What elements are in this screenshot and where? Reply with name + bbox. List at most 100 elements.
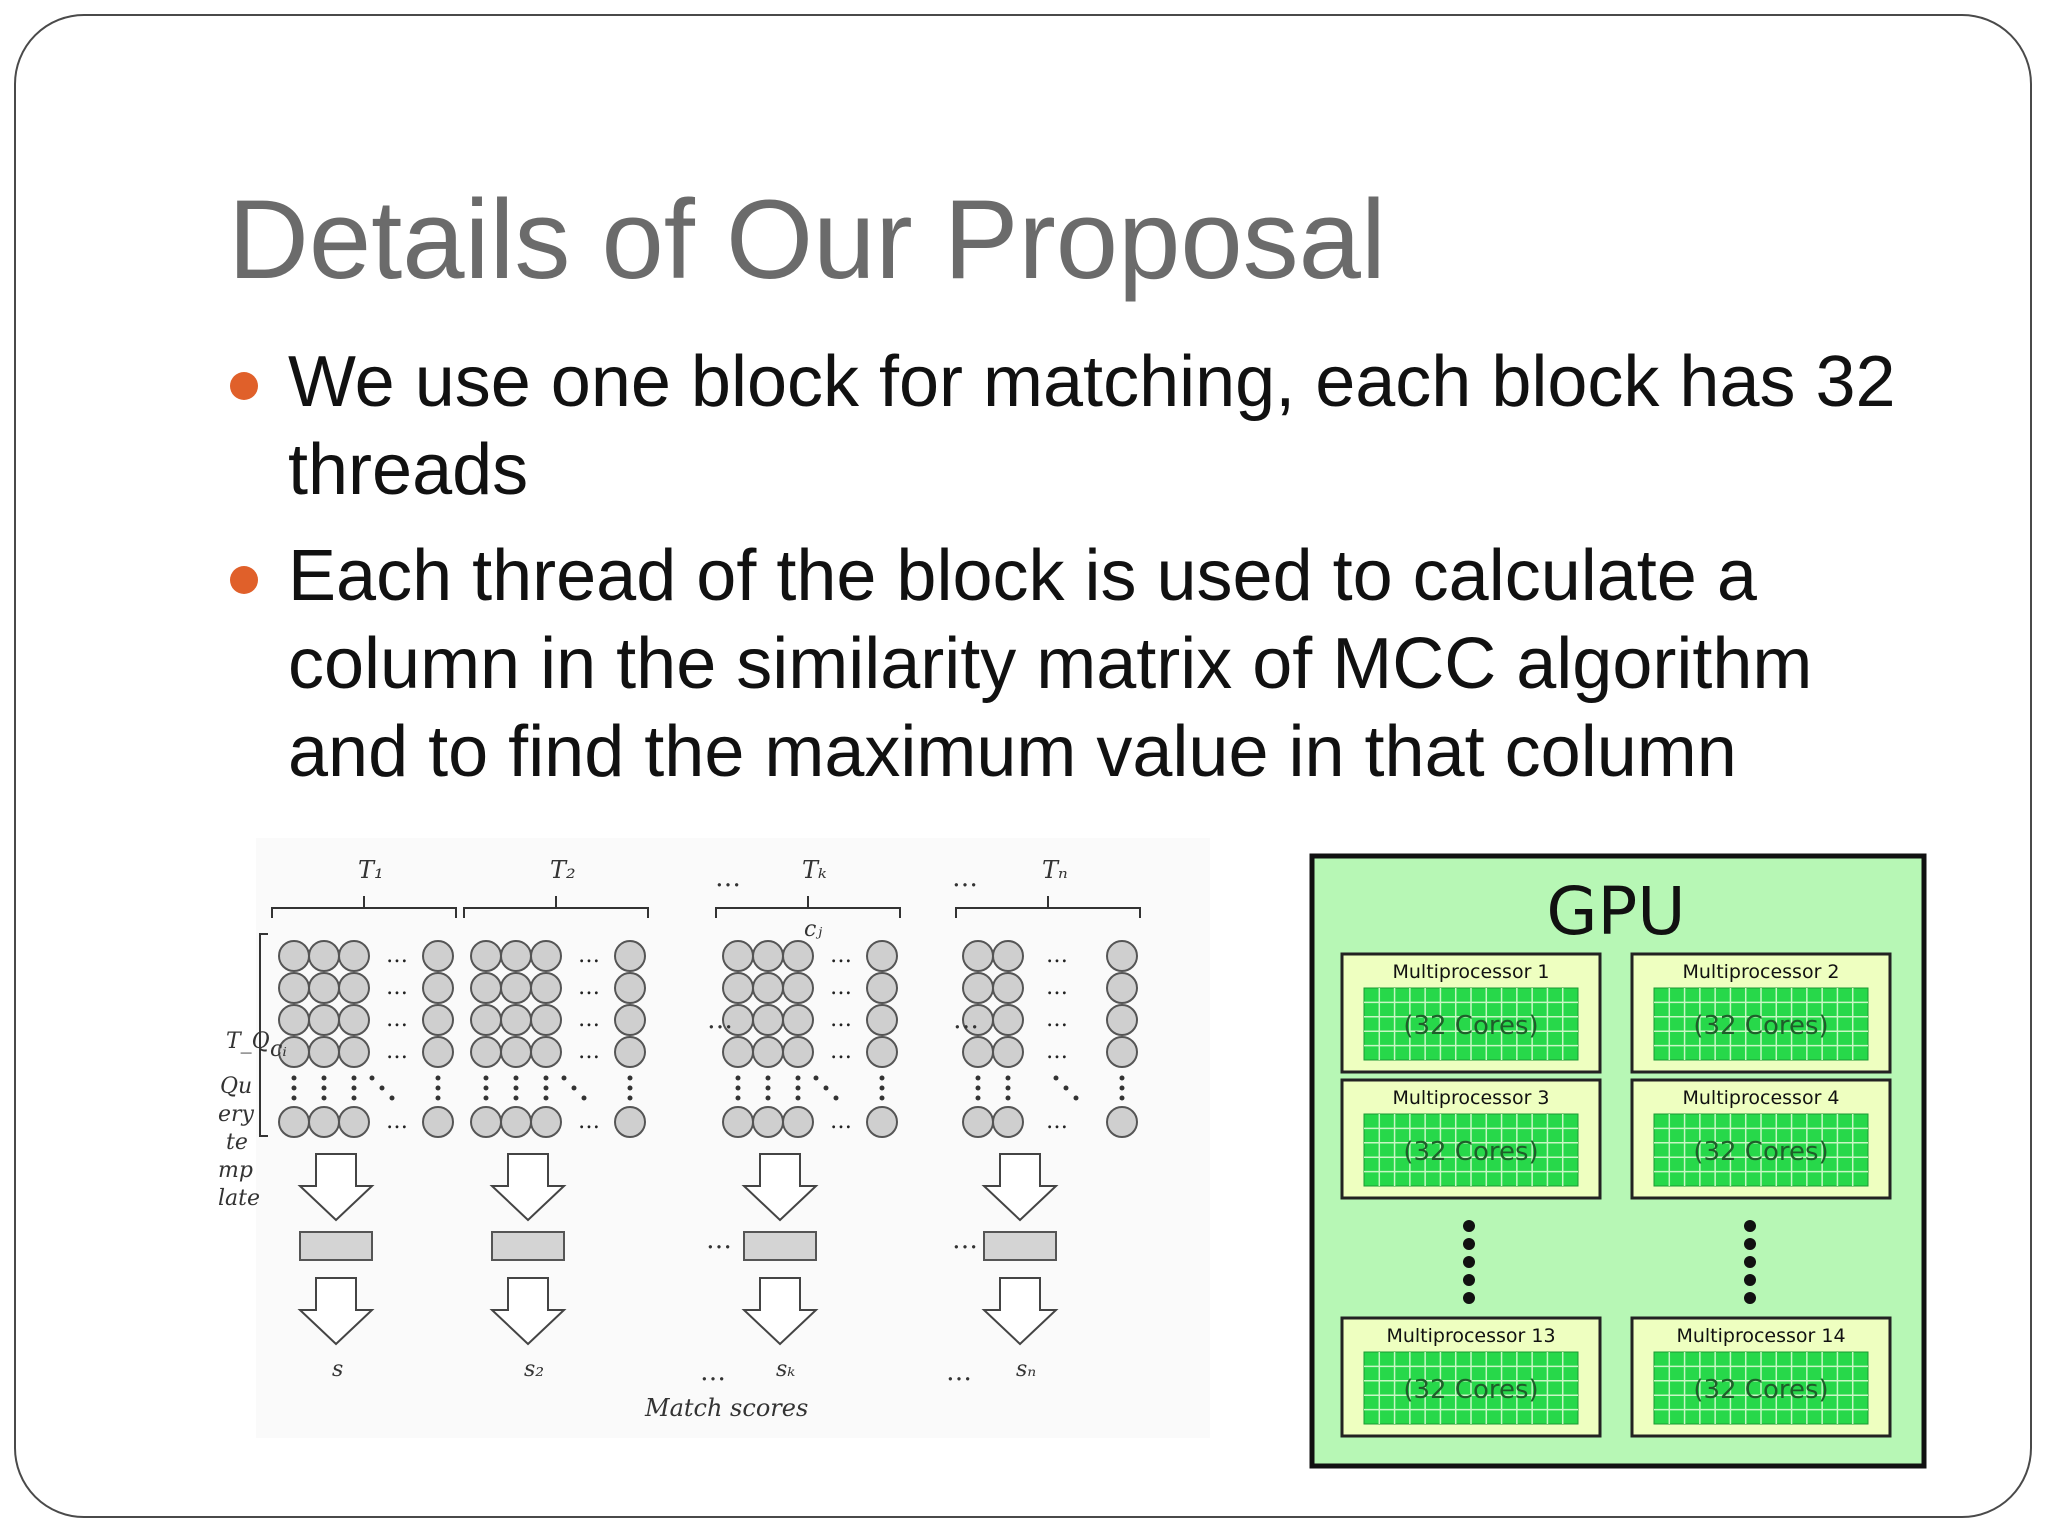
column-header: Tₙ (1042, 856, 1068, 884)
dot-mark (1119, 1095, 1125, 1101)
dot-mark (351, 1075, 357, 1081)
match-score: s₂ (524, 1357, 544, 1382)
slide-title: Details of Our Proposal (228, 177, 1386, 302)
template-column: Tₙ……………sₙ (955, 856, 1141, 1382)
down-arrow-icon (489, 1153, 567, 1222)
dot-mark (351, 1095, 357, 1101)
multiprocessor-grid: Multiprocessor 1(32 Cores)Multiprocessor… (1340, 952, 1892, 1438)
similarity-cell (722, 940, 754, 972)
similarity-cell (992, 1106, 1024, 1138)
dot-mark (975, 1085, 981, 1091)
dot-mark (735, 1085, 741, 1091)
query-template-text-2: ery (218, 1102, 255, 1127)
row-ellipsis: … (578, 1007, 600, 1032)
column-header: T₁ (358, 856, 384, 884)
similarity-cell (962, 1106, 994, 1138)
similarity-cell (422, 1004, 454, 1036)
down-arrow-icon (741, 1277, 819, 1346)
similarity-cell (422, 1036, 454, 1068)
down-arrow-icon (297, 1153, 375, 1222)
similarity-cell (722, 1106, 754, 1138)
multiprocessor: Multiprocessor 1(32 Cores) (1340, 952, 1602, 1074)
max-reduction-box (743, 1231, 817, 1261)
template-column: T₁……………s (271, 856, 457, 1382)
similarity-cell (530, 972, 562, 1004)
dot-mark (435, 1095, 441, 1101)
cores-label: (32 Cores) (1403, 1137, 1538, 1167)
bullet-item: We use one block for matching, each bloc… (228, 338, 1908, 514)
query-template-text-1: Qu (220, 1074, 252, 1099)
dot-mark (291, 1075, 297, 1081)
score-ellipsis: … (700, 1357, 726, 1387)
similarity-cell (614, 940, 646, 972)
dot-mark (435, 1085, 441, 1091)
match-score: sₙ (1016, 1357, 1036, 1382)
dot-mark (627, 1095, 633, 1101)
dot-mark (795, 1085, 801, 1091)
similarity-cell (338, 1004, 370, 1036)
bullet-text: We use one block for matching, each bloc… (288, 342, 1896, 510)
dot-mark (975, 1095, 981, 1101)
dot-mark (483, 1075, 489, 1081)
similarity-cell (500, 1004, 532, 1036)
row-ellipsis: … (386, 1007, 408, 1032)
dot-mark (321, 1075, 327, 1081)
cores-label: (32 Cores) (1693, 1375, 1828, 1405)
dot-mark (735, 1095, 741, 1101)
column-brace (715, 896, 901, 918)
similarity-cell (752, 1106, 784, 1138)
bullet-dot-icon (230, 566, 258, 594)
down-arrow-icon (741, 1153, 819, 1222)
similarity-cell (1106, 1036, 1138, 1068)
dot-mark (543, 1085, 549, 1091)
similarity-cell (614, 972, 646, 1004)
bullet-text: Each thread of the block is used to calc… (288, 536, 1813, 792)
match-score: s (332, 1357, 343, 1382)
template-column: T₂……………s₂ (463, 856, 649, 1382)
row-ellipsis: … (830, 1039, 852, 1064)
dot-mark (879, 1095, 885, 1101)
dot-mark (795, 1095, 801, 1101)
dot-mark (813, 1075, 819, 1081)
similarity-cell (614, 1036, 646, 1068)
multiprocessor: Multiprocessor 3 (32 Cores) (1340, 1078, 1602, 1200)
row-ellipsis: … (578, 975, 600, 1000)
similarity-cell (308, 972, 340, 1004)
cores-label: (32 Cores) (1693, 1137, 1828, 1167)
similarity-cell (962, 1036, 994, 1068)
column-header: Tₖ (802, 856, 827, 884)
dot-mark (1053, 1075, 1059, 1081)
similarity-cell (470, 972, 502, 1004)
multiprocessor: Multiprocessor 4 (32 Cores) (1630, 1078, 1892, 1200)
dot-mark (561, 1075, 567, 1081)
similarity-cell (500, 972, 532, 1004)
row-ellipsis: … (386, 943, 408, 968)
dot-mark (435, 1075, 441, 1081)
similarity-cell (530, 940, 562, 972)
multiprocessor: Multiprocessor 14(32 Cores) (1630, 1316, 1892, 1438)
row-ellipsis: … (386, 1039, 408, 1064)
header-ellipsis: … (952, 863, 978, 893)
dot-mark (765, 1085, 771, 1091)
vertical-dots-left (1463, 1220, 1475, 1304)
multiprocessor-name: Multiprocessor 3 (1392, 1087, 1549, 1109)
multiprocessor-name: Multiprocessor 4 (1682, 1087, 1839, 1109)
multiprocessor-name: Multiprocessor 13 (1386, 1325, 1555, 1347)
column-header: T₂ (550, 856, 576, 884)
dot-mark (483, 1085, 489, 1091)
column-label: cⱼ (804, 917, 822, 942)
similarity-cell (992, 1036, 1024, 1068)
dot-mark (571, 1085, 577, 1091)
similarity-cell (866, 972, 898, 1004)
similarity-cell (722, 972, 754, 1004)
header-ellipsis: … (715, 863, 741, 893)
row-ellipsis: … (386, 1109, 408, 1134)
match-scores-label: Match scores (644, 1394, 808, 1422)
row-ellipsis: … (830, 943, 852, 968)
query-template-label: T_Q (226, 1029, 270, 1054)
dot-mark (879, 1085, 885, 1091)
similarity-cell (530, 1004, 562, 1036)
